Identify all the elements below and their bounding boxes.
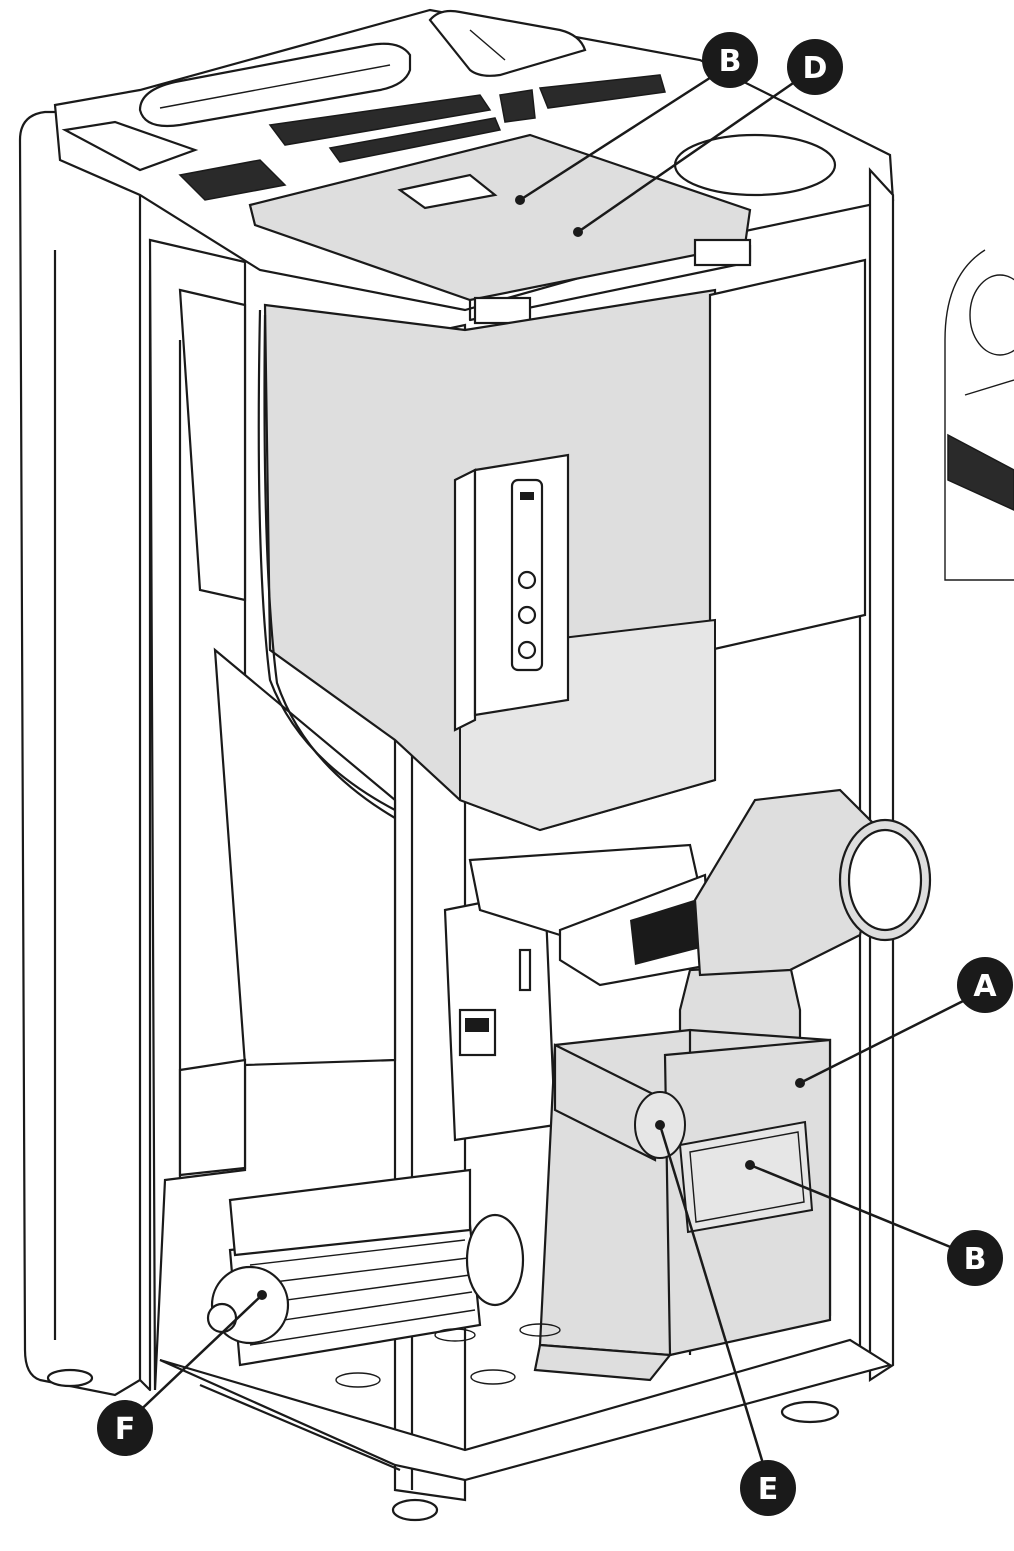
leader-f (129, 1294, 263, 1421)
leader-b-bottom (749, 1163, 971, 1257)
tangential-fan (206, 1168, 525, 1367)
callout-f: F (97, 1400, 153, 1456)
leader-a (799, 988, 986, 1085)
svg-text:D: D (803, 51, 828, 86)
hopper-lid (248, 133, 752, 325)
leader-d (577, 68, 813, 234)
base-holes (335, 1323, 561, 1388)
callout-b-top: B (702, 32, 758, 88)
svg-text:B: B (719, 44, 742, 79)
svg-text:E: E (758, 1472, 779, 1507)
leader-lines (129, 63, 986, 1481)
leader-e (658, 1124, 770, 1481)
callout-d: D (787, 39, 843, 95)
left-side-panel (18, 110, 152, 1397)
svg-text:A: A (973, 969, 997, 1004)
smoke-box (533, 1028, 832, 1382)
callout-a: A (957, 957, 1013, 1013)
left-inner-parts (178, 288, 397, 1177)
svg-text:B: B (964, 1242, 987, 1277)
callout-b-bottom: B (947, 1230, 1003, 1286)
gear-motor (468, 843, 712, 987)
inset-detail (944, 249, 1014, 581)
leader-b-top (519, 63, 731, 202)
flue-pipe (678, 788, 932, 1052)
svg-text:F: F (115, 1412, 136, 1447)
control-panel (453, 453, 570, 732)
callout-e: E (740, 1460, 796, 1516)
